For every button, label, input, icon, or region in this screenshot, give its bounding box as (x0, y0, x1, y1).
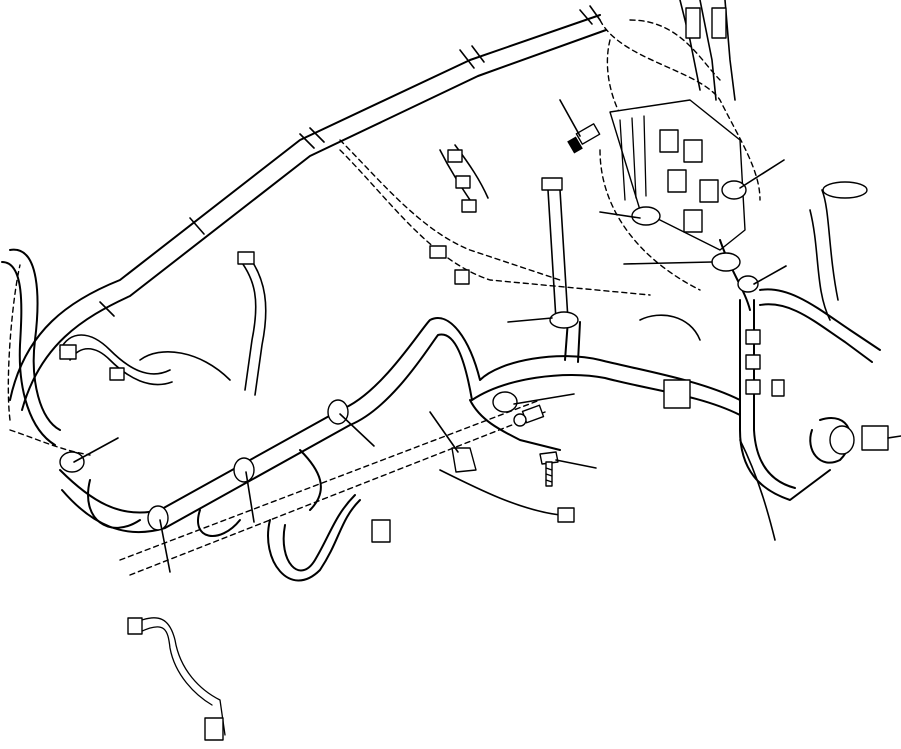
right-connector-2 (745, 354, 761, 370)
top-plug-1 (685, 7, 701, 39)
connector-cluster-5 (454, 269, 470, 285)
connector-cluster-3 (461, 199, 477, 213)
clamp-mid (327, 399, 349, 425)
bolt-center-2 (539, 451, 559, 487)
upper-connector-cluster (429, 144, 489, 285)
clamp-mid-left (233, 457, 255, 483)
leader-clamp-left (73, 437, 119, 463)
lower-connector-mid (371, 519, 391, 543)
connector-cluster-2 (455, 175, 471, 189)
clamp-right-trunk (737, 275, 759, 293)
leader-clamp-relay-left (599, 211, 641, 219)
leader-bolt-relay (559, 99, 581, 137)
lower-main-harness (59, 177, 741, 534)
right-bracket-tag (861, 425, 889, 451)
connector-top-left-branch (237, 251, 255, 265)
upright-harness-cap (541, 177, 563, 191)
leader-clamp-upright (507, 317, 553, 323)
lower-loops (87, 449, 575, 582)
bottom-left-harness (127, 617, 226, 741)
right-connector-4 (771, 379, 785, 397)
leader-bolt-center (555, 459, 597, 469)
leader-clamp-right-trunk (753, 265, 787, 285)
relay-1 (659, 129, 679, 153)
connector-cluster-4 (429, 245, 447, 259)
center-right-connector (663, 379, 691, 409)
connector-left-loop-2 (109, 367, 125, 381)
lower-connector-right (557, 507, 575, 523)
clamp-bracket-center (451, 447, 477, 473)
leader-clamp-relay-right (739, 159, 785, 189)
leader-clamp-center-right (513, 393, 575, 405)
connector-bottom (204, 717, 224, 741)
clamps (59, 180, 855, 531)
leader-clamp-bracket (429, 411, 459, 453)
connector-cluster-1 (447, 149, 463, 163)
clamp-relay-lower (711, 252, 741, 272)
leader-lines (73, 99, 901, 573)
hidden-harness-lines (7, 19, 761, 576)
relay-5 (683, 209, 703, 233)
relay-4 (699, 179, 719, 203)
right-top-loop (822, 181, 868, 199)
clamp-left (59, 451, 85, 473)
right-harness (639, 181, 889, 541)
clamp-relay-left (631, 206, 661, 226)
clamp-center-right (492, 391, 518, 413)
right-connector-1 (745, 329, 761, 345)
clamp-far-right (829, 425, 855, 455)
relay-block-assembly (609, 0, 751, 311)
clamp-lower-left (147, 505, 169, 531)
bolt-center-1 (513, 404, 545, 427)
left-loop-harness (1, 248, 267, 446)
bolts (513, 123, 601, 487)
connector-left-loop (59, 344, 77, 360)
bolt-relay-mount (567, 123, 601, 154)
top-plug-2 (711, 7, 727, 39)
leader-clamp-lower-left (159, 519, 171, 573)
leader-clamp-relay-lower (623, 261, 713, 265)
leader-clamp-mid-left (245, 471, 255, 523)
right-connector-3 (745, 379, 761, 395)
relay-2 (683, 139, 703, 163)
clamp-relay-right (721, 180, 747, 200)
leader-clamp-mid (339, 413, 375, 447)
connector-bottom-left (127, 617, 143, 635)
upper-main-harness (9, 5, 607, 411)
leader-right-tag (887, 435, 901, 439)
clamp-upright (549, 311, 579, 329)
relay-3 (667, 169, 687, 193)
